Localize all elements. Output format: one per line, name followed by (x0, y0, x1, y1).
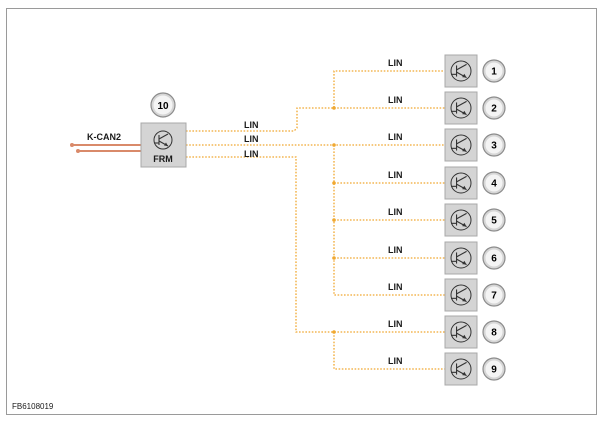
lin-label: LIN (388, 319, 403, 329)
can-bus-end (76, 149, 80, 153)
junction-dot (332, 218, 336, 222)
node-layer: K-CAN2LINLINLINLINLINLINLINLINLINLINLINL… (87, 54, 506, 386)
junction-dot (332, 181, 336, 185)
component-symbol-icon (450, 247, 472, 269)
lin-label: LIN (244, 149, 259, 159)
junction-dot (332, 256, 336, 260)
lin-bus-branch-3 (186, 156, 445, 333)
module-5: 5 (444, 203, 506, 237)
module-9: 9 (444, 352, 506, 386)
junction-dot (332, 330, 336, 334)
module-4: 4 (444, 166, 506, 200)
lin-label: LIN (388, 132, 403, 142)
component-symbol-icon (450, 172, 472, 194)
figure-code: FB6108019 (12, 402, 54, 411)
lin-trunk-branch-2 (333, 145, 445, 296)
controller-box (140, 122, 187, 168)
controller-frm: FRM 10 (140, 92, 187, 168)
lin-label: LIN (388, 245, 403, 255)
controller-number: 10 (157, 101, 169, 112)
lin-label: LIN (388, 95, 403, 105)
module-box (444, 315, 478, 349)
component-symbol-icon (450, 284, 472, 306)
lin-label: LIN (244, 134, 259, 144)
module-box (444, 278, 478, 312)
junction-dot (332, 143, 336, 147)
module-box (444, 166, 478, 200)
component-symbol-icon (153, 130, 173, 150)
module-number: 9 (491, 365, 497, 376)
module-box (444, 352, 478, 386)
lin-label: LIN (244, 120, 259, 130)
module-1: 1 (444, 54, 506, 88)
module-number: 1 (491, 67, 497, 78)
module-number: 7 (491, 291, 497, 302)
module-box (444, 241, 478, 275)
module-box (444, 54, 478, 88)
lin-label: LIN (388, 58, 403, 68)
module-7: 7 (444, 278, 506, 312)
component-symbol-icon (450, 358, 472, 380)
module-8: 8 (444, 315, 506, 349)
controller-label: FRM (153, 154, 173, 164)
lin-bus-branch-1 (186, 70, 445, 132)
component-symbol-icon (450, 321, 472, 343)
lin-label: LIN (388, 170, 403, 180)
module-6: 6 (444, 241, 506, 275)
module-number: 3 (491, 141, 497, 152)
component-symbol-icon (450, 97, 472, 119)
module-number: 4 (491, 179, 497, 190)
component-symbol-icon (450, 209, 472, 231)
lin-label: LIN (388, 282, 403, 292)
wire-layer (70, 70, 445, 370)
module-3: 3 (444, 128, 506, 162)
module-box (444, 91, 478, 125)
component-symbol-icon (450, 60, 472, 82)
module-2: 2 (444, 91, 506, 125)
can-bus-label: K-CAN2 (87, 132, 121, 142)
module-number: 5 (491, 216, 497, 227)
lin-label: LIN (388, 207, 403, 217)
component-symbol-icon (450, 134, 472, 156)
module-box (444, 203, 478, 237)
module-number: 2 (491, 104, 497, 115)
module-number: 8 (491, 328, 497, 339)
lin-label: LIN (388, 356, 403, 366)
module-number: 6 (491, 254, 497, 265)
junction-dot (332, 106, 336, 110)
module-box (444, 128, 478, 162)
can-bus-end (70, 143, 74, 147)
